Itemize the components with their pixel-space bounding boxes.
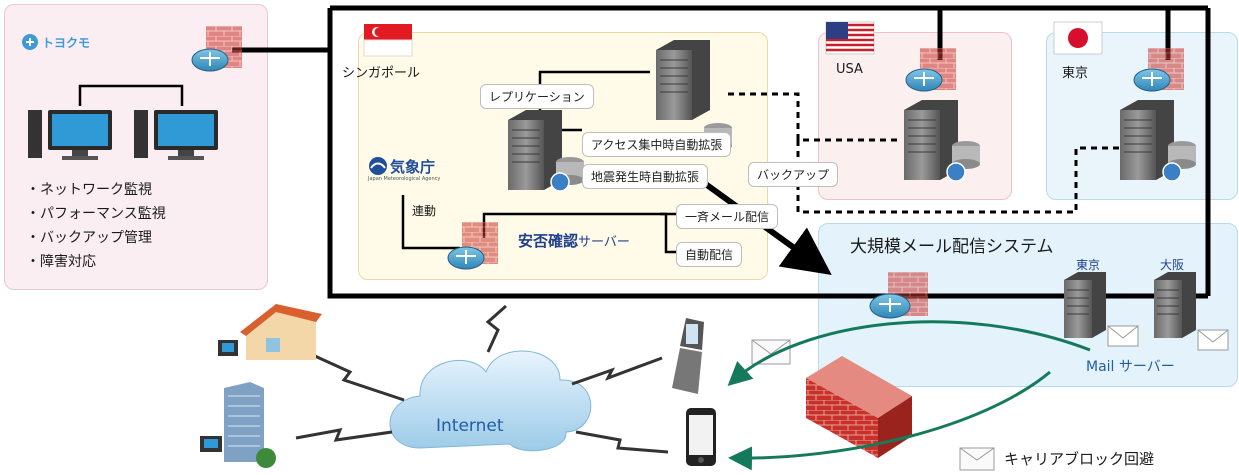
operations-item: ・パフォーマンス監視 xyxy=(26,206,166,222)
monitoring-pc xyxy=(28,110,112,160)
carrier-delivery-arrows xyxy=(727,320,1091,471)
mail-server-tokyo xyxy=(1064,272,1139,347)
backup-links xyxy=(728,92,1128,214)
usa-flag xyxy=(825,21,875,55)
internet-cloud xyxy=(389,350,592,452)
toyokumo-logo-icon xyxy=(22,34,38,50)
mail-system-title: 大規模メール配信システム xyxy=(850,237,1054,257)
backup-tag: バックアップ xyxy=(748,162,839,187)
mail-server-tokyo-label: 東京 xyxy=(1076,258,1101,272)
auto-delivery-tag: 自動配信 xyxy=(676,242,743,267)
operations-list: ・ネットワーク監視 ・パフォーマンス監視 ・バックアップ管理 ・障害対応 xyxy=(26,178,166,274)
replication-tag: レプリケーション xyxy=(480,84,594,109)
wireless-links xyxy=(295,304,669,454)
operations-item: ・バックアップ管理 xyxy=(26,230,152,246)
router-firewall xyxy=(1133,48,1184,92)
toyokumo-logo-text: トヨクモ xyxy=(42,36,91,50)
jma-logo-icon xyxy=(369,157,387,175)
tokyo-region-label: 東京 xyxy=(1062,66,1089,81)
usa-label: USA xyxy=(836,62,863,77)
router-firewall xyxy=(869,272,928,319)
monitoring-pc xyxy=(134,110,218,160)
smartphone xyxy=(686,408,716,466)
mail-envelope xyxy=(751,339,791,365)
feature-phone xyxy=(672,318,704,394)
router-firewall xyxy=(447,222,498,270)
quake-scaling-tag: 地震発生時自動拡張 xyxy=(582,164,709,189)
mail-server-osaka xyxy=(1154,272,1229,351)
operations-item: ・障害対応 xyxy=(26,254,96,270)
router-firewall xyxy=(191,26,242,72)
jma-logo-subtext: Japan Meteorological Agency xyxy=(368,176,441,182)
operations-item: ・ネットワーク監視 xyxy=(26,182,152,198)
tokyo-backup-server xyxy=(1120,100,1196,182)
bulk-mail-tag: 一斉メール配信 xyxy=(676,204,779,229)
primary-server xyxy=(508,110,584,192)
safety-server-title-suffix: サーバー xyxy=(578,235,630,250)
singapore-label: シンガポール xyxy=(342,66,421,81)
mail-server-label: Mail サーバー xyxy=(1086,359,1175,375)
internet-label: Internet xyxy=(436,416,504,436)
singapore-flag xyxy=(363,24,413,57)
home-building xyxy=(218,304,322,360)
link-label: 連動 xyxy=(412,204,437,218)
mail-server-osaka-label: 大阪 xyxy=(1160,258,1185,272)
access-scaling-tag: アクセス集中時自動拡張 xyxy=(582,132,732,157)
firewall-wall xyxy=(806,356,912,458)
mail-envelope xyxy=(959,447,995,471)
usa-backup-server xyxy=(904,100,980,182)
japan-flag xyxy=(1053,21,1103,55)
office-building xyxy=(200,382,276,468)
jma-logo-text: 気象庁 xyxy=(390,158,436,176)
safety-server-title-bold: 安否確認 xyxy=(518,232,579,250)
carrier-block-label: キャリアブロック回避 xyxy=(1004,450,1155,468)
router-firewall xyxy=(905,48,956,92)
safety-server-title: 安否確認サーバー xyxy=(518,230,630,251)
